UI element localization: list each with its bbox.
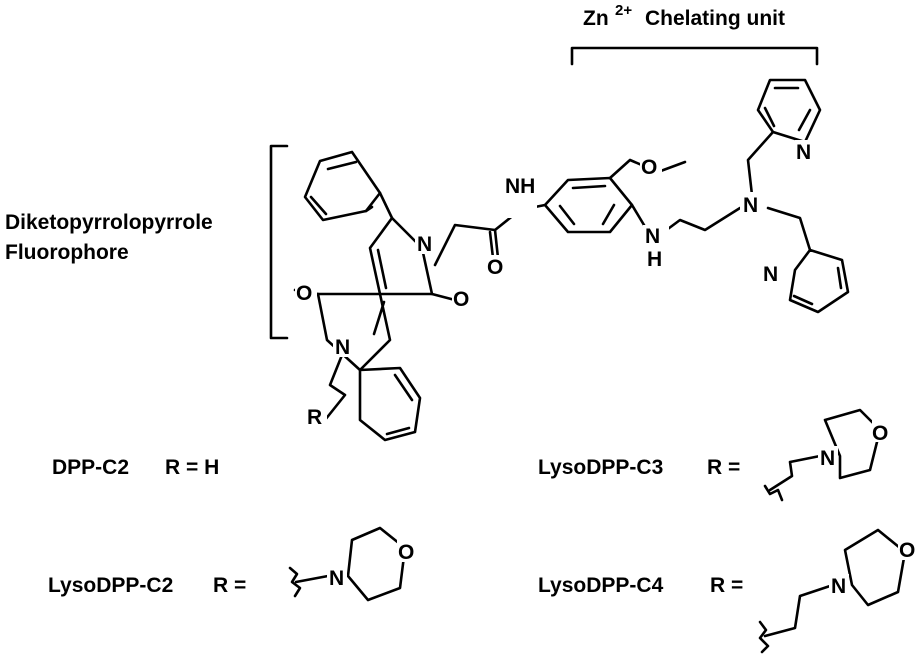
zn-charge-label: 2+: [615, 2, 632, 19]
compound-name: LysoDPP-C3: [538, 456, 663, 479]
atom-label-o: O: [453, 288, 469, 311]
atom-labels: N N O O O NH O N H N N N R: [296, 141, 811, 429]
r-group-label: R: [307, 406, 322, 429]
r-group-value: R = H: [165, 456, 219, 479]
substituent-bond: [294, 574, 330, 584]
wavy-bond: [288, 566, 302, 598]
atom-label-n: N: [796, 141, 811, 164]
atom-label-o: O: [899, 539, 915, 562]
atom-label-n: N: [743, 194, 758, 217]
morpholine-ring: [346, 526, 407, 602]
compound-name: LysoDPP-C2: [48, 574, 173, 597]
chelating-unit-header: Zn 2+ Chelating unit: [570, 2, 819, 66]
atom-label-nh: NH: [505, 175, 535, 198]
chelating-unit-bracket: [570, 46, 819, 66]
atom-label-n: N: [831, 575, 846, 598]
atom-label-o: O: [641, 156, 657, 179]
fluorophore-label-line2: Fluorophore: [5, 241, 129, 264]
atom-label-n: N: [820, 447, 835, 470]
atom-label-n: N: [417, 233, 432, 256]
substituent-bond: [768, 454, 822, 492]
atom-label-h: H: [647, 248, 662, 271]
wavy-bond: [763, 484, 784, 502]
atom-label-n: N: [763, 263, 778, 286]
zn-label: Zn: [583, 7, 609, 30]
compound-legend-lysodpp-c4: LysoDPP-C4 R = N O: [538, 528, 918, 654]
atom-label-o: O: [872, 422, 888, 445]
atom-label-n: N: [645, 225, 660, 248]
fluorophore-bracket: [269, 144, 289, 340]
atom-label-o: O: [398, 541, 414, 564]
fluorophore-header: Diketopyrrolopyrrole Fluorophore: [5, 144, 289, 340]
atom-label-o: O: [296, 282, 312, 305]
compound-name: LysoDPP-C4: [538, 574, 664, 597]
substituent-bond: [763, 584, 832, 638]
atom-label-n: N: [329, 567, 344, 590]
compound-legend-lysodpp-c2: LysoDPP-C2 R = N O: [48, 526, 417, 602]
r-group-value: R =: [707, 456, 740, 479]
fluorophore-label-line1: Diketopyrrolopyrrole: [5, 211, 213, 234]
atom-label-n: N: [335, 336, 350, 359]
atom-label-masks: [295, 140, 817, 427]
compound-legend-dpp-c2: DPP-C2 R = H: [52, 456, 219, 479]
wavy-bond: [758, 620, 770, 654]
compound-name: DPP-C2: [52, 456, 129, 479]
r-group-value: R =: [710, 574, 743, 597]
r-group-value: R =: [213, 574, 246, 597]
morpholine-ring: [843, 528, 907, 607]
compound-legend-lysodpp-c3: LysoDPP-C3 R = N O: [538, 408, 892, 502]
chelating-unit-label: Chelating unit: [645, 7, 785, 30]
atom-label-o: O: [487, 256, 503, 279]
